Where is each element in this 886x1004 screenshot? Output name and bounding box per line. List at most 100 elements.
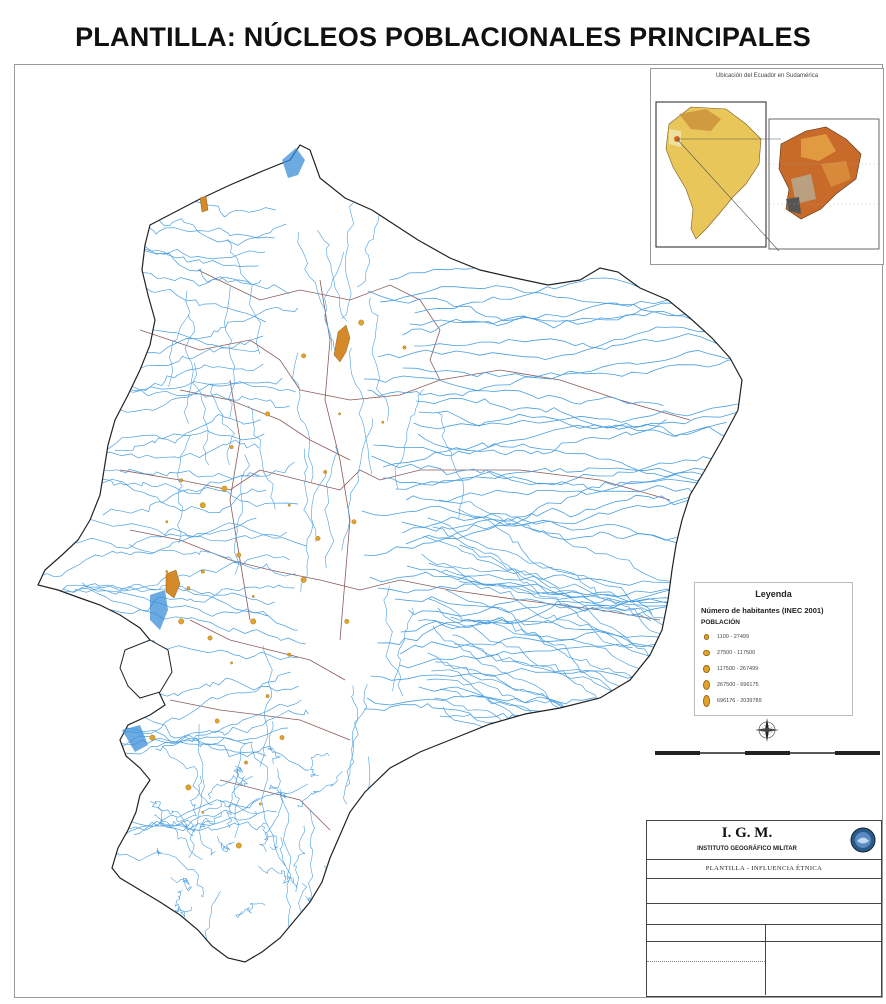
river-line [259, 645, 273, 767]
river-line [377, 591, 692, 646]
river-line [367, 389, 664, 407]
river-line [70, 671, 291, 742]
river-line [70, 222, 275, 239]
river-line [293, 825, 306, 888]
river-line [367, 290, 687, 329]
province-boundaries [119, 269, 691, 831]
population-point [201, 810, 205, 814]
river-line [414, 333, 742, 359]
river-line [297, 231, 332, 351]
river-line [181, 820, 216, 856]
legend-symbol-icon [703, 634, 710, 640]
river-line [99, 478, 299, 507]
province-boundary-line [229, 379, 251, 621]
river-line [428, 598, 666, 691]
legend-symbol-icon [703, 664, 710, 674]
legend-symbol-icon [703, 695, 710, 707]
river-line [73, 522, 307, 549]
river-line [402, 351, 742, 378]
river-line [368, 297, 389, 421]
population-point [258, 802, 262, 806]
legend-header: POBLACIÓN [701, 619, 740, 626]
river-line [386, 898, 406, 962]
population-point [381, 420, 385, 424]
river-line [62, 584, 298, 631]
urban-area-shape [199, 195, 209, 213]
river-line [203, 800, 258, 814]
legend-title: Leyenda [755, 589, 792, 599]
legend-label: 117500 - 267499 [717, 666, 759, 672]
river-line [235, 902, 266, 918]
river-line [199, 812, 222, 830]
population-point [279, 735, 285, 740]
river-line [459, 544, 705, 684]
legend-label: 1100 - 27499 [717, 634, 750, 640]
river-line [310, 752, 330, 777]
river-line [99, 166, 276, 218]
population-point [229, 445, 234, 449]
river-line [395, 467, 742, 490]
river-line [133, 783, 308, 835]
scale-bar [655, 751, 880, 755]
inset-map [655, 101, 880, 252]
river-line [450, 616, 633, 695]
river-line [114, 413, 261, 452]
river-line [75, 554, 290, 595]
river-line [227, 238, 261, 355]
population-point [199, 502, 206, 509]
river-line [149, 904, 192, 918]
river-line [402, 478, 729, 534]
river-line [113, 209, 287, 246]
river-line [217, 836, 235, 853]
river-line [143, 716, 310, 771]
river-line [426, 775, 446, 872]
river-line [366, 756, 383, 865]
population-point [358, 319, 365, 326]
population-point [300, 577, 307, 583]
river-line [233, 766, 248, 787]
river-line [437, 412, 464, 520]
river-line [413, 390, 742, 430]
river-line [267, 721, 281, 765]
river-line [52, 439, 260, 459]
river-line [346, 685, 358, 788]
river-line [54, 335, 264, 393]
water-body-shape [122, 725, 148, 752]
river-line [297, 771, 343, 808]
population-point [251, 595, 255, 598]
population-point [287, 503, 291, 507]
river-line [175, 775, 202, 822]
province-boundary-line [299, 369, 691, 421]
population-point [230, 661, 234, 665]
org-short-name: I. G. M. [721, 825, 773, 841]
river-line [128, 544, 296, 577]
province-boundary-line [139, 329, 301, 391]
population-point [165, 520, 169, 524]
river-line [442, 706, 672, 844]
river-line [454, 643, 703, 712]
river-line [400, 578, 742, 633]
sheet-title: PLANTILLA - INFLUENCIA ÉTNICA [705, 865, 823, 872]
river-line [439, 688, 678, 749]
river-line [279, 837, 292, 933]
legend-symbol-icon [703, 680, 710, 690]
river-line [300, 470, 327, 593]
urban-areas [119, 148, 351, 752]
province-boundary-line [169, 699, 351, 741]
population-point [301, 353, 306, 359]
river-line [394, 389, 424, 489]
population-point [315, 536, 321, 541]
population-point [221, 485, 228, 492]
river-line [60, 639, 298, 660]
urban-area-shape [333, 324, 351, 363]
river-line [38, 810, 277, 865]
river-line [61, 587, 306, 645]
population-point [235, 842, 242, 849]
river-line [247, 405, 276, 510]
river-line [349, 347, 373, 474]
river-line [317, 230, 347, 322]
legend-item: 117500 - 267499 [703, 663, 758, 675]
river-line [261, 822, 279, 850]
population-points [149, 319, 407, 849]
population-point [236, 552, 242, 558]
